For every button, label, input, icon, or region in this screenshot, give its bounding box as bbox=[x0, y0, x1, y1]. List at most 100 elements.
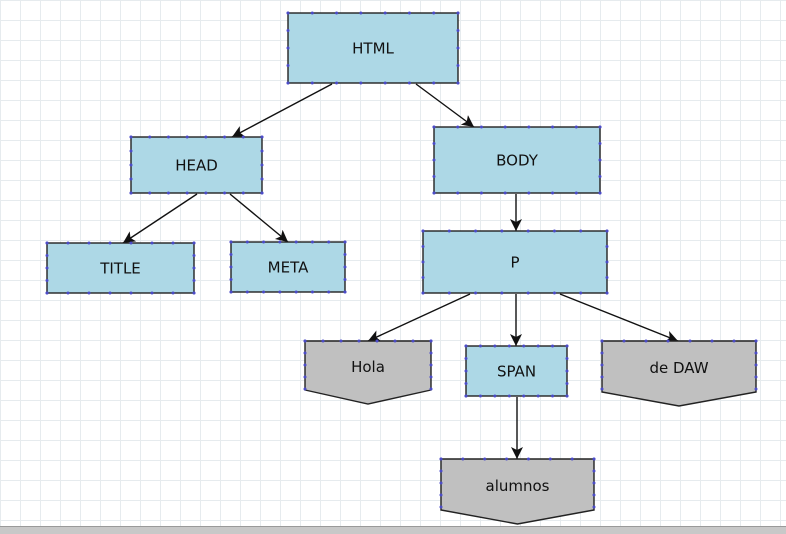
text-node-shape bbox=[440, 458, 595, 525]
connection-handle bbox=[552, 291, 556, 295]
connection-handle bbox=[260, 149, 264, 153]
edge-p-to-hola[interactable] bbox=[367, 293, 471, 342]
connection-handle bbox=[551, 191, 555, 195]
connection-handle bbox=[407, 81, 411, 85]
connection-handle bbox=[421, 245, 425, 248]
connection-handle bbox=[505, 457, 509, 461]
connection-handle bbox=[600, 351, 604, 355]
connection-handle bbox=[754, 387, 758, 391]
connection-handle bbox=[192, 241, 196, 245]
connection-handle bbox=[294, 240, 298, 244]
node-body[interactable]: BODY bbox=[432, 125, 602, 195]
connection-handle bbox=[393, 339, 397, 343]
connection-handle bbox=[429, 375, 433, 379]
connection-handle bbox=[229, 290, 233, 294]
node-title[interactable]: TITLE bbox=[45, 241, 196, 295]
node-p[interactable]: P bbox=[421, 229, 609, 295]
connection-handle bbox=[129, 241, 133, 245]
connection-handle bbox=[464, 394, 468, 398]
connection-handle bbox=[166, 135, 170, 139]
connection-handle bbox=[45, 241, 49, 245]
connection-handle bbox=[432, 191, 436, 195]
connection-handle bbox=[565, 382, 569, 385]
connection-handle bbox=[600, 387, 604, 391]
connection-handle bbox=[245, 240, 249, 244]
connection-handle bbox=[303, 363, 307, 367]
connection-handle bbox=[432, 142, 436, 145]
connection-handle bbox=[600, 363, 604, 367]
connection-handle bbox=[129, 177, 133, 181]
connection-handle bbox=[439, 493, 443, 497]
edge-html-to-body[interactable] bbox=[415, 83, 475, 128]
text-node-shape bbox=[304, 340, 432, 405]
connection-handle bbox=[447, 291, 451, 295]
connection-handle bbox=[129, 135, 133, 139]
connection-handle bbox=[45, 291, 49, 295]
connection-handle bbox=[536, 394, 540, 398]
node-alumnos[interactable]: alumnos bbox=[439, 457, 596, 525]
node-meta[interactable]: META bbox=[229, 240, 347, 294]
connection-handle bbox=[474, 229, 478, 233]
node-label: HEAD bbox=[175, 157, 218, 175]
node-span[interactable]: SPAN bbox=[464, 344, 569, 398]
connection-handle bbox=[192, 291, 196, 295]
connection-handle bbox=[551, 394, 555, 398]
node-dedaw[interactable]: de DAW bbox=[600, 339, 758, 407]
connection-handle bbox=[439, 505, 443, 509]
connection-handle bbox=[260, 191, 264, 195]
connection-handle bbox=[644, 339, 648, 343]
connection-handle bbox=[579, 229, 583, 233]
connection-handle bbox=[421, 260, 425, 264]
connection-handle bbox=[171, 241, 175, 245]
connection-handle bbox=[262, 240, 266, 244]
connection-handle bbox=[229, 240, 233, 244]
node-label: TITLE bbox=[99, 260, 141, 278]
connection-handle bbox=[456, 191, 460, 195]
connection-handle bbox=[278, 290, 282, 294]
connection-handle bbox=[278, 240, 282, 244]
connection-handle bbox=[600, 339, 604, 343]
connection-handle bbox=[666, 339, 670, 343]
node-html[interactable]: HTML bbox=[286, 11, 460, 85]
connection-handle bbox=[129, 191, 133, 195]
horizontal-scrollbar[interactable] bbox=[0, 526, 786, 534]
connection-handle bbox=[429, 339, 433, 343]
connection-handle bbox=[526, 457, 530, 461]
node-label: P bbox=[510, 254, 519, 272]
connection-handle bbox=[310, 240, 314, 244]
connection-handle bbox=[223, 135, 227, 139]
connection-handle bbox=[622, 339, 626, 343]
edge-p-to-dedaw[interactable] bbox=[559, 293, 679, 343]
connection-handle bbox=[45, 266, 49, 270]
connection-handle bbox=[527, 191, 531, 195]
connection-handle bbox=[343, 278, 347, 281]
node-label: BODY bbox=[496, 152, 539, 170]
edges-layer bbox=[122, 83, 679, 459]
connection-handle bbox=[421, 276, 425, 279]
connection-handle bbox=[192, 266, 196, 270]
connection-handle bbox=[241, 191, 245, 195]
node-head[interactable]: HEAD bbox=[129, 135, 264, 195]
connection-handle bbox=[565, 357, 569, 360]
connection-handle bbox=[439, 481, 443, 485]
connection-handle bbox=[335, 11, 339, 15]
connection-handle bbox=[241, 135, 245, 139]
edge-html-to-head[interactable] bbox=[231, 83, 333, 138]
connection-handle bbox=[303, 375, 307, 379]
connection-handle bbox=[260, 163, 264, 167]
connection-handle bbox=[262, 290, 266, 294]
connection-handle bbox=[359, 11, 363, 15]
node-hola[interactable]: Hola bbox=[303, 339, 433, 405]
connection-handle bbox=[574, 125, 578, 129]
connection-handle bbox=[522, 344, 526, 348]
connection-handle bbox=[245, 290, 249, 294]
connection-handle bbox=[303, 387, 307, 391]
node-label: META bbox=[268, 259, 309, 277]
edge-head-to-title[interactable] bbox=[122, 193, 198, 244]
connection-handle bbox=[592, 505, 596, 509]
edge-head-to-meta[interactable] bbox=[229, 193, 289, 243]
connection-handle bbox=[464, 344, 468, 348]
connection-handle bbox=[754, 339, 758, 343]
connection-handle bbox=[411, 339, 415, 343]
connection-handle bbox=[456, 81, 460, 85]
